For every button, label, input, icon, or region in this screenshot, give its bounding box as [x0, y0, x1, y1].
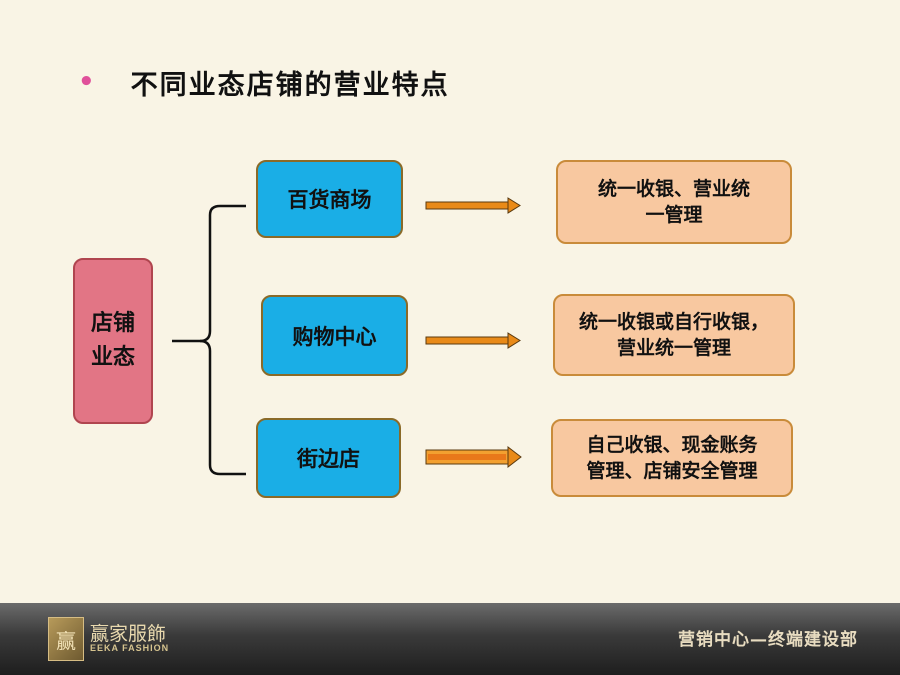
category-node-shopping-center: 购物中心	[261, 295, 408, 376]
desc-line2: 营业统一管理	[616, 337, 731, 359]
desc-line1: 统一收银、营业统	[597, 178, 750, 200]
arrow-3	[425, 445, 522, 469]
arrow-1	[425, 197, 521, 214]
category-label: 购物中心	[292, 324, 377, 349]
desc-node-department-store: 统一收银、营业统 一管理	[556, 160, 792, 244]
brace-connector-lower	[199, 339, 246, 476]
slide-title-row: • 不同业态店铺的营业特点	[78, 62, 450, 102]
desc-line2: 一管理	[645, 204, 703, 226]
desc-line1: 自己收银、现金账务	[586, 434, 758, 456]
brand-name: 赢家服飾	[90, 623, 167, 645]
arrow-2	[425, 332, 521, 349]
department-label: 营销中心—终端建设部	[678, 630, 858, 650]
category-node-department-store: 百货商场	[256, 160, 403, 238]
desc-node-street-store: 自己收银、现金账务 管理、店铺安全管理	[551, 419, 793, 497]
desc-line1: 统一收银或自行收银，	[578, 311, 769, 333]
slide-title: 不同业态店铺的营业特点	[130, 69, 450, 101]
bullet-icon: •	[78, 67, 95, 97]
category-label: 百货商场	[287, 188, 372, 212]
desc-node-shopping-center: 统一收银或自行收银， 营业统一管理	[553, 294, 795, 376]
root-node-store-formats: 店铺 业态	[73, 258, 153, 424]
footer-bar: 赢 赢家服飾 EEKA FASHION 营销中心—终端建设部	[0, 603, 900, 675]
category-node-street-store: 街边店	[256, 418, 401, 498]
category-label: 街边店	[297, 447, 360, 471]
desc-line2: 管理、店铺安全管理	[586, 460, 758, 482]
brand-subtitle: EEKA FASHION	[90, 643, 170, 653]
root-label-line2: 业态	[90, 345, 135, 370]
root-label-line1: 店铺	[90, 311, 135, 336]
brace-connector	[172, 204, 246, 343]
brand-logo-icon: 赢	[48, 617, 84, 661]
